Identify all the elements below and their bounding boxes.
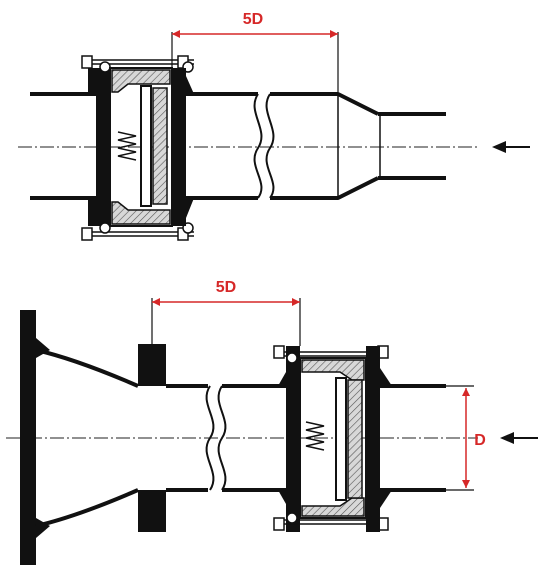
bottom-middle-pipe: [166, 384, 286, 492]
top-distance-label: 5D: [243, 11, 263, 28]
bottom-outlet-pipe: [380, 384, 446, 492]
bottom-left-flange: [278, 346, 300, 532]
top-valve-body: [109, 67, 173, 227]
bottom-right-flange: [366, 346, 392, 532]
top-bolts-lower: [81, 222, 194, 241]
bottom-flow-arrow-icon: [500, 432, 538, 444]
bottom-valve-body: [299, 357, 367, 519]
bottom-dimension-5d: [151, 298, 301, 346]
top-installation: 5D: [18, 11, 530, 241]
bottom-spring-icon: [305, 421, 325, 451]
top-reducer: [337, 92, 446, 200]
top-pipe-break: [253, 93, 275, 199]
bottom-inlet-flange: [20, 310, 36, 565]
bottom-distance-label: 5D: [216, 279, 236, 296]
top-right-flange: [172, 68, 194, 226]
bottom-installation: D 5D: [6, 279, 538, 565]
bottom-diameter-label: D: [474, 432, 486, 449]
bottom-collar: [138, 344, 166, 532]
top-spring-icon: [117, 131, 137, 161]
top-flow-arrow-icon: [492, 141, 530, 153]
top-left-pipe: [30, 92, 96, 200]
top-left-flange: [88, 68, 110, 226]
top-dimension-5d: [171, 30, 339, 94]
bottom-dimension-d: [462, 388, 470, 488]
bottom-pipe-break: [205, 385, 227, 491]
top-middle-pipe: [186, 92, 338, 200]
